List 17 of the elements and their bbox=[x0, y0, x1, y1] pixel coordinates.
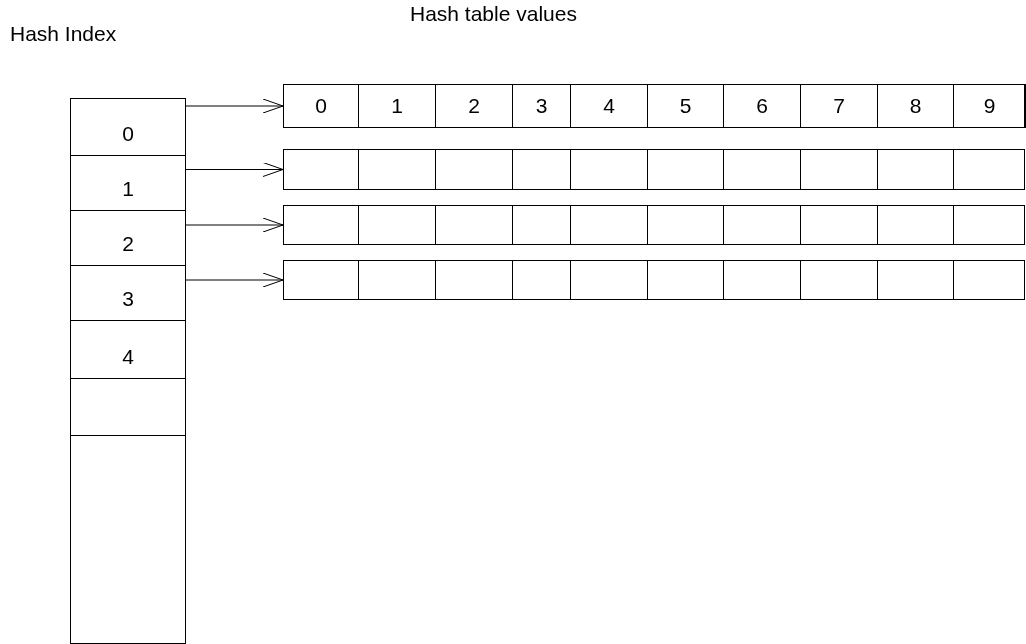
arrow bbox=[185, 217, 284, 233]
bucket-row bbox=[283, 205, 1025, 245]
bucket-row bbox=[283, 149, 1025, 190]
index-cell bbox=[70, 378, 186, 436]
index-cell: 3 bbox=[70, 265, 186, 321]
index-cell: 1 bbox=[70, 155, 186, 211]
heading: Hash table values bbox=[410, 2, 577, 26]
index-cell: 4 bbox=[70, 320, 186, 379]
index-cell: 2 bbox=[70, 210, 186, 266]
arrow bbox=[185, 162, 284, 177]
index-cell: 0 bbox=[70, 98, 186, 156]
bucket-row bbox=[283, 84, 1025, 128]
arrow bbox=[185, 98, 284, 114]
arrow bbox=[185, 272, 284, 288]
heading: Hash Index bbox=[10, 22, 117, 46]
index-cell bbox=[70, 435, 186, 644]
bucket-row bbox=[283, 260, 1025, 300]
